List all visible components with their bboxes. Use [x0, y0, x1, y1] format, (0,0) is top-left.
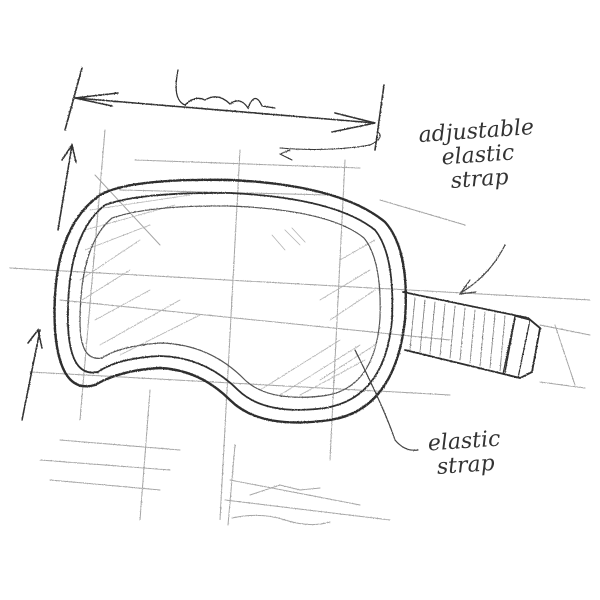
callout-leaders [354, 244, 506, 451]
goggle-frame [53, 178, 408, 424]
dimension-arrow [21, 67, 385, 421]
label-elastic-strap: elastic strap [413, 427, 516, 482]
construction-lines [9, 129, 591, 526]
strap [402, 291, 541, 379]
lens-shading [79, 194, 376, 396]
label-adjustable-elastic-strap: adjustable elastic strap [396, 115, 561, 198]
